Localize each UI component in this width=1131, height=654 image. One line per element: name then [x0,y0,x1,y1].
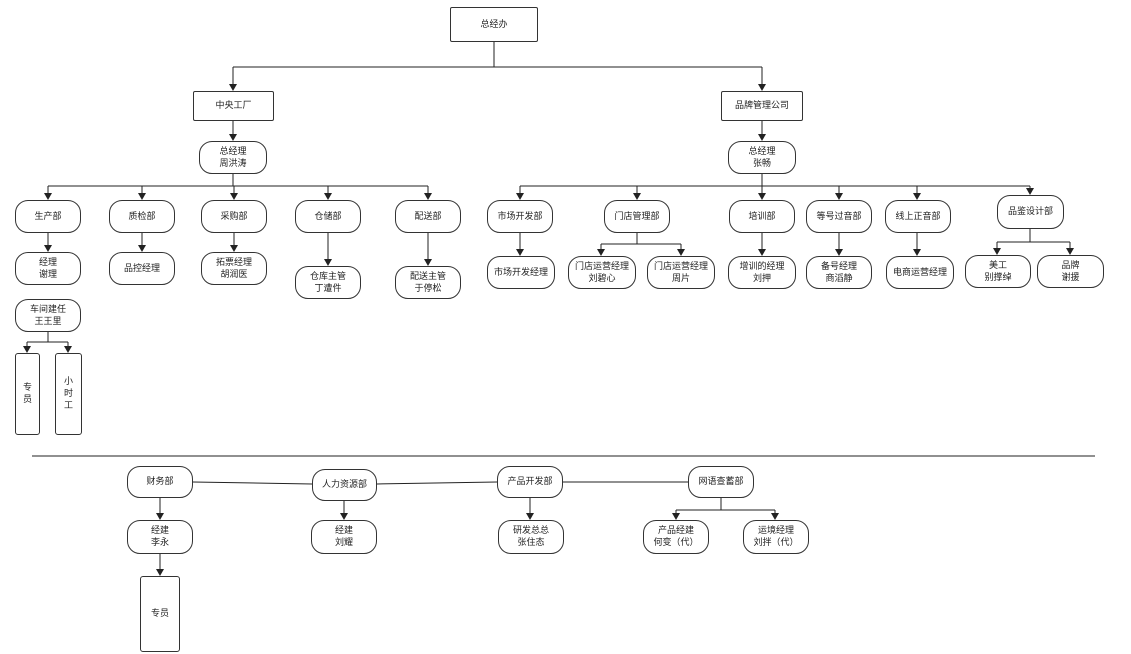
node-hr: 人力资源部 [312,469,377,501]
node-brand: 品牌管理公司 [721,91,803,121]
node-online: 线上正音部 [885,200,951,233]
node-product-dev: 产品开发部 [497,466,563,498]
node-workshop: 车间建任 王王里 [15,299,81,332]
node-prod-mgr: 经理 谢理 [15,252,81,285]
node-dept-d: 等号过音部 [806,200,872,233]
node-art: 美工 别撑绰 [965,255,1031,288]
node-hourly: 小 时 工 [55,353,82,435]
node-finance-staff: 专员 [140,576,180,652]
node-store-ops2: 门店运营经理 周片 [647,256,715,289]
node-market-mgr: 市场开发经理 [487,256,555,289]
node-brand-staff: 品牌 谢援 [1037,255,1104,288]
node-root: 总经办 [450,7,538,42]
node-specialist: 专 员 [15,353,40,435]
node-finance-mgr: 经建 李永 [127,520,193,554]
node-qc: 质检部 [109,200,175,233]
node-brand-gm: 总经理 张畅 [728,141,796,174]
node-design: 品鉴设计部 [997,195,1064,229]
node-factory-gm: 总经理 周洪涛 [199,141,267,174]
node-delivery-mgr: 配送主管 于停松 [395,266,461,299]
node-warehouse-mgr: 仓库主管 丁遭件 [295,266,361,299]
node-dept-d-mgr: 备号经理 商滔静 [806,256,872,289]
node-purchase: 采购部 [201,200,267,233]
node-rd: 研发总总 张住态 [498,520,564,554]
node-store-mgmt: 门店管理部 [604,200,670,233]
node-finance: 财务部 [127,466,193,498]
node-marketing: 市场开发部 [487,200,553,233]
node-store-ops1: 门店运营经理 刘碧心 [568,256,636,289]
node-ops-mgr: 运境经理 刘拌（代） [743,520,809,554]
node-network: 网语查蓄部 [688,466,754,498]
node-ecom-mgr: 电商运营经理 [886,256,954,289]
node-factory: 中央工厂 [193,91,274,121]
node-warehouse: 仓储部 [295,200,361,233]
node-training: 培训部 [729,200,795,233]
node-training-mgr: 增训的经理 刘押 [728,256,796,289]
node-production: 生产部 [15,200,81,233]
node-hr-mgr: 经建 刘耀 [311,520,377,554]
node-purchase-mgr: 拓票经理 胡润医 [201,252,267,285]
node-delivery: 配送部 [395,200,461,233]
node-product-mgr: 产品经建 何变（代） [643,520,709,554]
node-qc-mgr: 品控经理 [109,252,175,285]
